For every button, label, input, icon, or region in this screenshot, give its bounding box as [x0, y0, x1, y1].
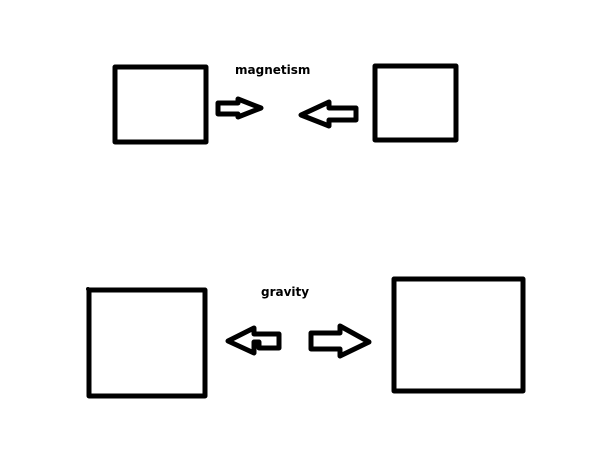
arrow-left-icon: [298, 99, 359, 129]
gravity-box-left: [86, 287, 208, 399]
arrow-left-icon: [225, 325, 282, 356]
arrow-right-icon: [215, 96, 264, 120]
gravity-label: gravity: [261, 285, 310, 299]
magnet-box-left: [112, 64, 209, 145]
magnet-box-right: [372, 63, 459, 143]
dot-mark: [86, 287, 90, 291]
arrow-right-icon: [308, 323, 372, 359]
magnetism-label: magnetism: [235, 63, 311, 77]
gravity-box-right: [391, 276, 526, 394]
